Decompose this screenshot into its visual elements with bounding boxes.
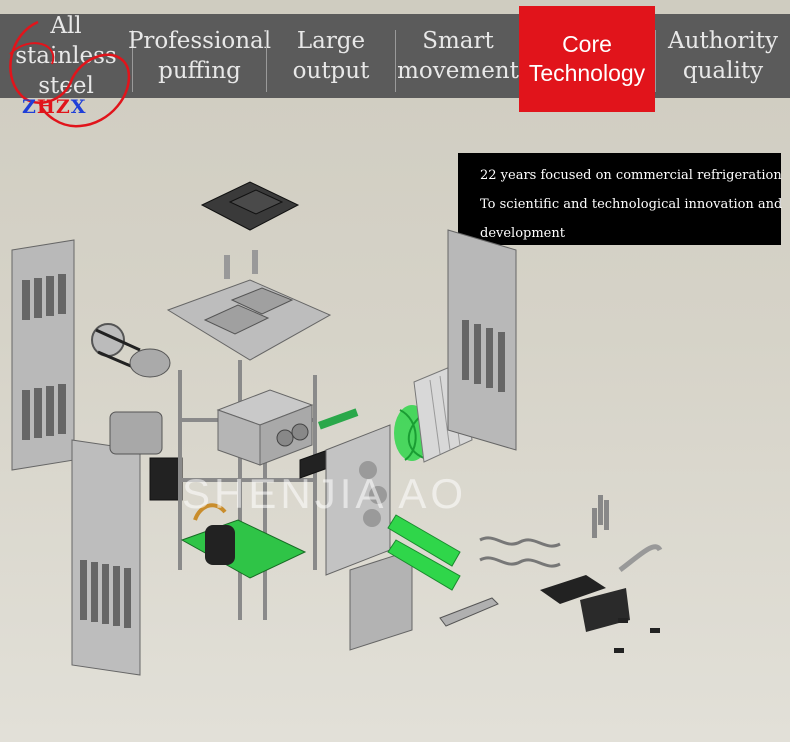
right-side-panel [447, 229, 517, 451]
top-tray [166, 279, 332, 361]
fan-grille [149, 457, 183, 501]
logo-text: ZHZX [22, 96, 87, 118]
compressor-base [180, 503, 307, 579]
brand-logo: ZHZX [0, 14, 135, 144]
handle [618, 544, 663, 572]
tab-authority-quality[interactable]: Authority quality [656, 14, 790, 98]
tab-label-line1: Professional [127, 28, 272, 54]
tab-large-output[interactable]: Large output [267, 14, 395, 98]
freezing-cylinders [387, 514, 461, 591]
tab-divider [132, 30, 133, 92]
logo-swirl-icon [9, 20, 131, 128]
pulley-assembly [91, 323, 171, 455]
hopper-lids [200, 181, 300, 279]
tab-label-line1: Smart [422, 28, 494, 54]
tab-label-line2: puffing [158, 58, 241, 84]
tab-divider [266, 30, 267, 92]
tab-label-line2: steel [38, 73, 94, 99]
tab-label-line2: movement [397, 58, 519, 84]
info-line: 22 years focused on commercial refrigera… [480, 168, 782, 183]
left-side-panel [11, 239, 75, 471]
bolts [592, 495, 660, 653]
left-lower-panel [71, 439, 141, 676]
drip-tray [439, 597, 499, 627]
tab-divider [395, 30, 396, 92]
tab-label-line2: quality [682, 58, 764, 84]
beater-augers [479, 536, 561, 568]
tab-label-line2: Technology [528, 60, 646, 86]
tab-professional-puffing[interactable]: Professional puffing [128, 14, 271, 98]
info-line: To scientific and technological innovati… [480, 197, 783, 212]
dispensing-door [540, 575, 630, 632]
freezing-block [216, 389, 314, 466]
tab-label-line1: Large output [292, 28, 370, 84]
tab-smart-movement[interactable]: Smart movement [396, 14, 520, 98]
info-line: development [480, 226, 565, 241]
tab-label-line1: Core [562, 31, 612, 57]
lower-front-panel [349, 549, 413, 651]
info-box: 22 years focused on commercial refrigera… [458, 153, 783, 245]
exploded-machine-diagram [11, 181, 663, 676]
tab-divider [655, 30, 656, 92]
tab-label-line1: Authority [668, 28, 778, 54]
front-panel [325, 424, 391, 576]
watermark: SHENJIA AO [182, 470, 468, 517]
